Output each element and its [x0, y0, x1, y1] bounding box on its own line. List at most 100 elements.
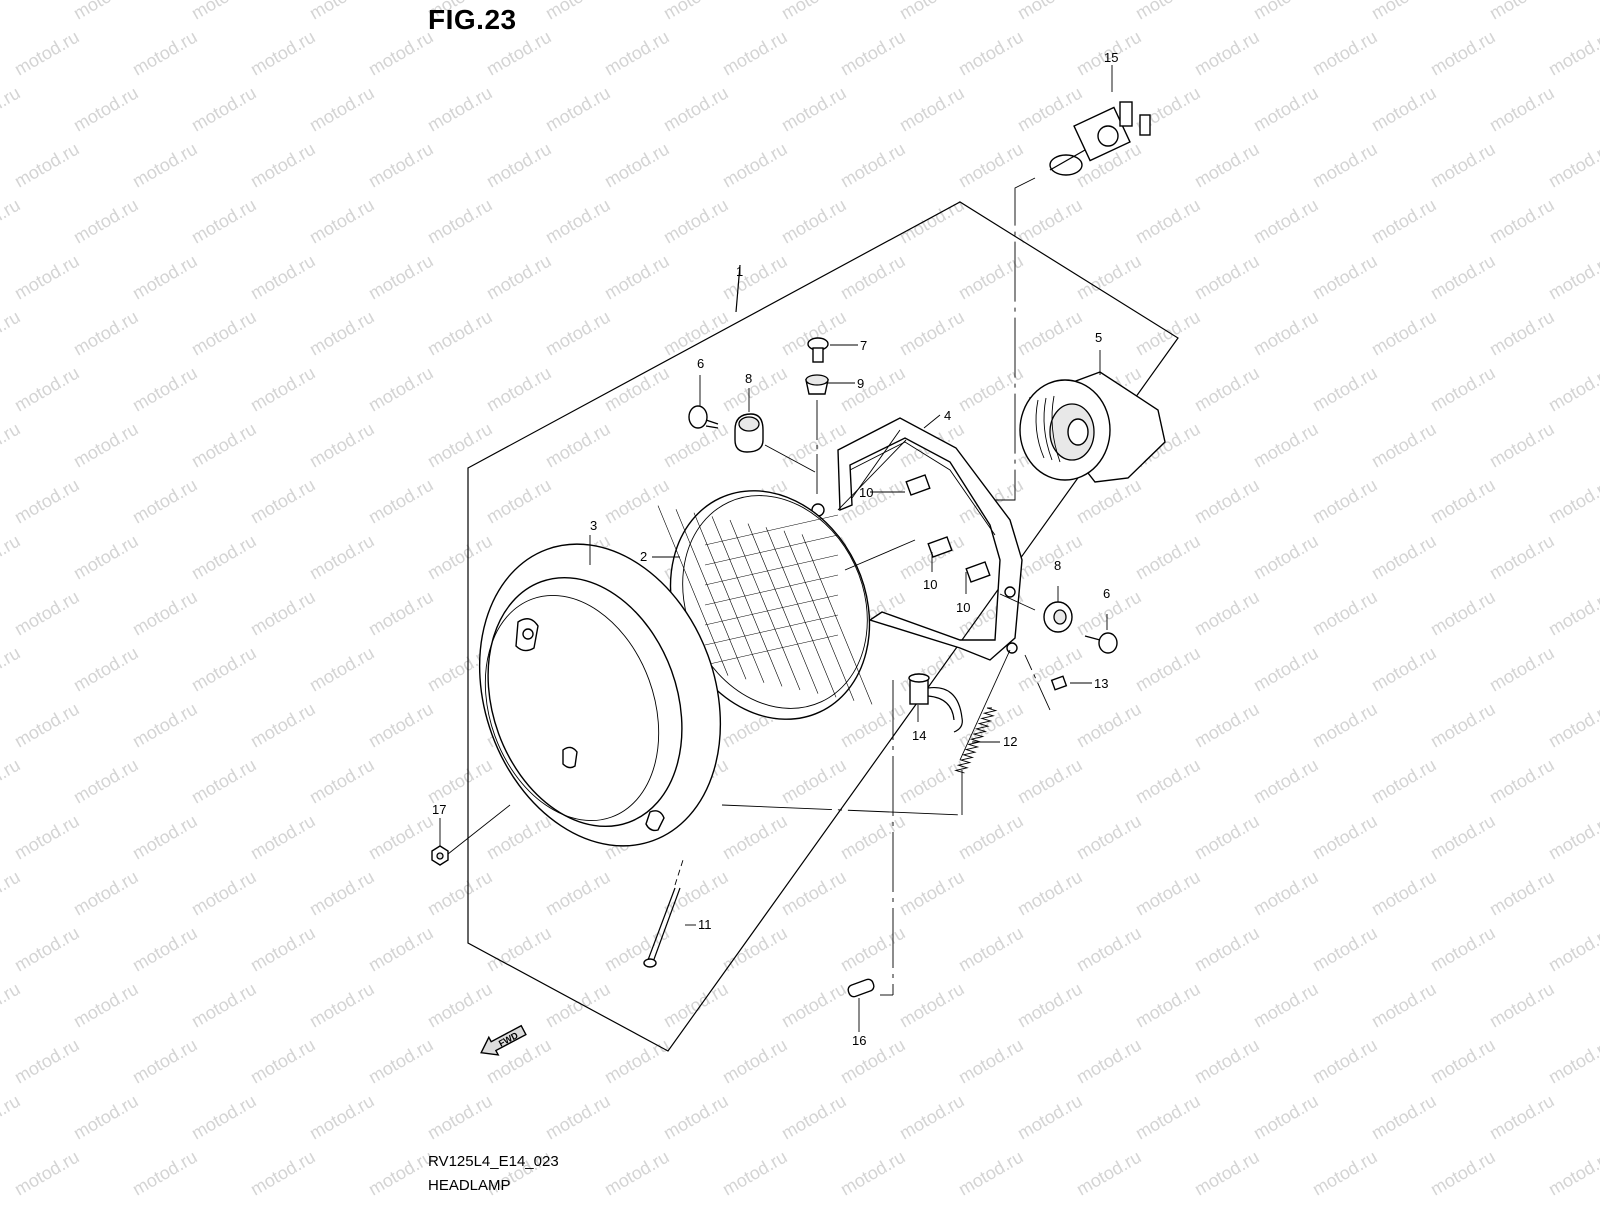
- watermark-text: motod.ru: [247, 363, 319, 416]
- watermark-text: motod.ru: [306, 0, 378, 23]
- watermark-text: motod.ru: [424, 531, 496, 584]
- watermark-text: motod.ru: [1309, 475, 1381, 528]
- watermark-text: motod.ru: [837, 1147, 909, 1200]
- watermark-text: motod.ru: [719, 139, 791, 192]
- watermark-text: motod.ru: [1132, 531, 1204, 584]
- watermark-text: motod.ru: [1545, 587, 1600, 640]
- watermark-text: motod.ru: [1545, 139, 1600, 192]
- watermark-text: motod.ru: [1427, 251, 1499, 304]
- watermark-text: motod.ru: [837, 699, 909, 752]
- watermark-text: motod.ru: [0, 643, 24, 696]
- watermark-text: motod.ru: [11, 363, 83, 416]
- watermark-text: motod.ru: [1368, 643, 1440, 696]
- watermark-text: motod.ru: [601, 475, 673, 528]
- watermark-text: motod.ru: [306, 307, 378, 360]
- watermark-text: motod.ru: [188, 419, 260, 472]
- watermark-text: motod.ru: [11, 923, 83, 976]
- watermark-text: motod.ru: [955, 363, 1027, 416]
- watermark-text: motod.ru: [1545, 699, 1600, 752]
- watermark-text: motod.ru: [601, 1035, 673, 1088]
- watermark-text: motod.ru: [70, 531, 142, 584]
- watermark-text: motod.ru: [1486, 83, 1558, 136]
- watermark-text: motod.ru: [542, 195, 614, 248]
- watermark-text: motod.ru: [1191, 1035, 1263, 1088]
- callout-9: 9: [857, 376, 864, 391]
- watermark-text: motod.ru: [1486, 643, 1558, 696]
- watermark-text: motod.ru: [1427, 1035, 1499, 1088]
- watermark-text: motod.ru: [1250, 979, 1322, 1032]
- watermark-text: motod.ru: [542, 83, 614, 136]
- watermark-text: motod.ru: [306, 979, 378, 1032]
- watermark-text: motod.ru: [660, 83, 732, 136]
- watermark-text: motod.ru: [1427, 139, 1499, 192]
- watermark-text: motod.ru: [1191, 1147, 1263, 1200]
- watermark-text: motod.ru: [1545, 27, 1600, 80]
- watermark-text: motod.ru: [70, 1091, 142, 1144]
- callout-7: 7: [860, 338, 867, 353]
- lens-pattern-line: [704, 594, 839, 626]
- watermark-text: motod.ru: [1427, 27, 1499, 80]
- lens-pattern-line: [675, 509, 747, 680]
- watermark-text: motod.ru: [129, 811, 201, 864]
- watermark-text: motod.ru: [70, 643, 142, 696]
- watermark-text: motod.ru: [483, 251, 555, 304]
- figure-title: FIG.23: [428, 4, 517, 35]
- callout-8-upper: 8: [745, 371, 752, 386]
- watermark-text: motod.ru: [542, 979, 614, 1032]
- watermark-text: motod.ru: [1309, 923, 1381, 976]
- watermark-text: motod.ru: [188, 979, 260, 1032]
- watermark-text: motod.ru: [1073, 1147, 1145, 1200]
- watermark-text: motod.ru: [424, 83, 496, 136]
- callout-14: 14: [912, 728, 926, 743]
- watermark-text: motod.ru: [896, 0, 968, 23]
- watermark-text: motod.ru: [660, 867, 732, 920]
- watermark-text: motod.ru: [1368, 83, 1440, 136]
- watermark-text: motod.ru: [837, 27, 909, 80]
- lens-pattern-line: [783, 530, 855, 701]
- watermark-text: motod.ru: [483, 139, 555, 192]
- watermark-text: motod.ru: [1368, 531, 1440, 584]
- watermark-text: motod.ru: [1309, 699, 1381, 752]
- watermark-text: motod.ru: [1014, 979, 1086, 1032]
- watermark-text: motod.ru: [424, 979, 496, 1032]
- watermark-text: motod.ru: [542, 307, 614, 360]
- watermark-text: motod.ru: [129, 475, 201, 528]
- watermark-text: motod.ru: [247, 699, 319, 752]
- watermark-text: motod.ru: [1014, 531, 1086, 584]
- watermark-text: motod.ru: [1250, 83, 1322, 136]
- watermark-text: motod.ru: [188, 755, 260, 808]
- watermark-text: motod.ru: [896, 195, 968, 248]
- watermark-text: motod.ru: [955, 27, 1027, 80]
- watermark-text: motod.ru: [306, 195, 378, 248]
- watermark-text: motod.ru: [1309, 1147, 1381, 1200]
- watermark-text: motod.ru: [1250, 755, 1322, 808]
- screw-11: [643, 887, 681, 968]
- watermark-text: motod.ru: [188, 83, 260, 136]
- watermark-text: motod.ru: [778, 1091, 850, 1144]
- watermark-text: motod.ru: [1073, 699, 1145, 752]
- watermark-text: motod.ru: [70, 195, 142, 248]
- watermark-text: motod.ru: [306, 531, 378, 584]
- watermark-text: motod.ru: [247, 811, 319, 864]
- lens-pattern-line: [801, 534, 873, 705]
- watermark-text: motod.ru: [11, 27, 83, 80]
- watermark-text: motod.ru: [129, 923, 201, 976]
- watermark-text: motod.ru: [483, 475, 555, 528]
- watermark-text: motod.ru: [1368, 1091, 1440, 1144]
- watermark-text: motod.ru: [424, 195, 496, 248]
- callout-2: 2: [640, 549, 647, 564]
- watermark-text: motod.ru: [365, 363, 437, 416]
- watermark-text: motod.ru: [1368, 979, 1440, 1032]
- watermark-text: motod.ru: [188, 531, 260, 584]
- watermark-text: motod.ru: [1368, 307, 1440, 360]
- watermark-text: motod.ru: [188, 195, 260, 248]
- lens-pattern-line: [729, 519, 801, 691]
- watermark-text: motod.ru: [1309, 1035, 1381, 1088]
- watermark-text: motod.ru: [1250, 1091, 1322, 1144]
- watermark-text: motod.ru: [896, 307, 968, 360]
- watermark-text: motod.ru: [1486, 979, 1558, 1032]
- watermark-text: motod.ru: [1427, 923, 1499, 976]
- watermark-text: motod.ru: [188, 307, 260, 360]
- watermark-text: motod.ru: [424, 307, 496, 360]
- watermark-text: motod.ru: [778, 83, 850, 136]
